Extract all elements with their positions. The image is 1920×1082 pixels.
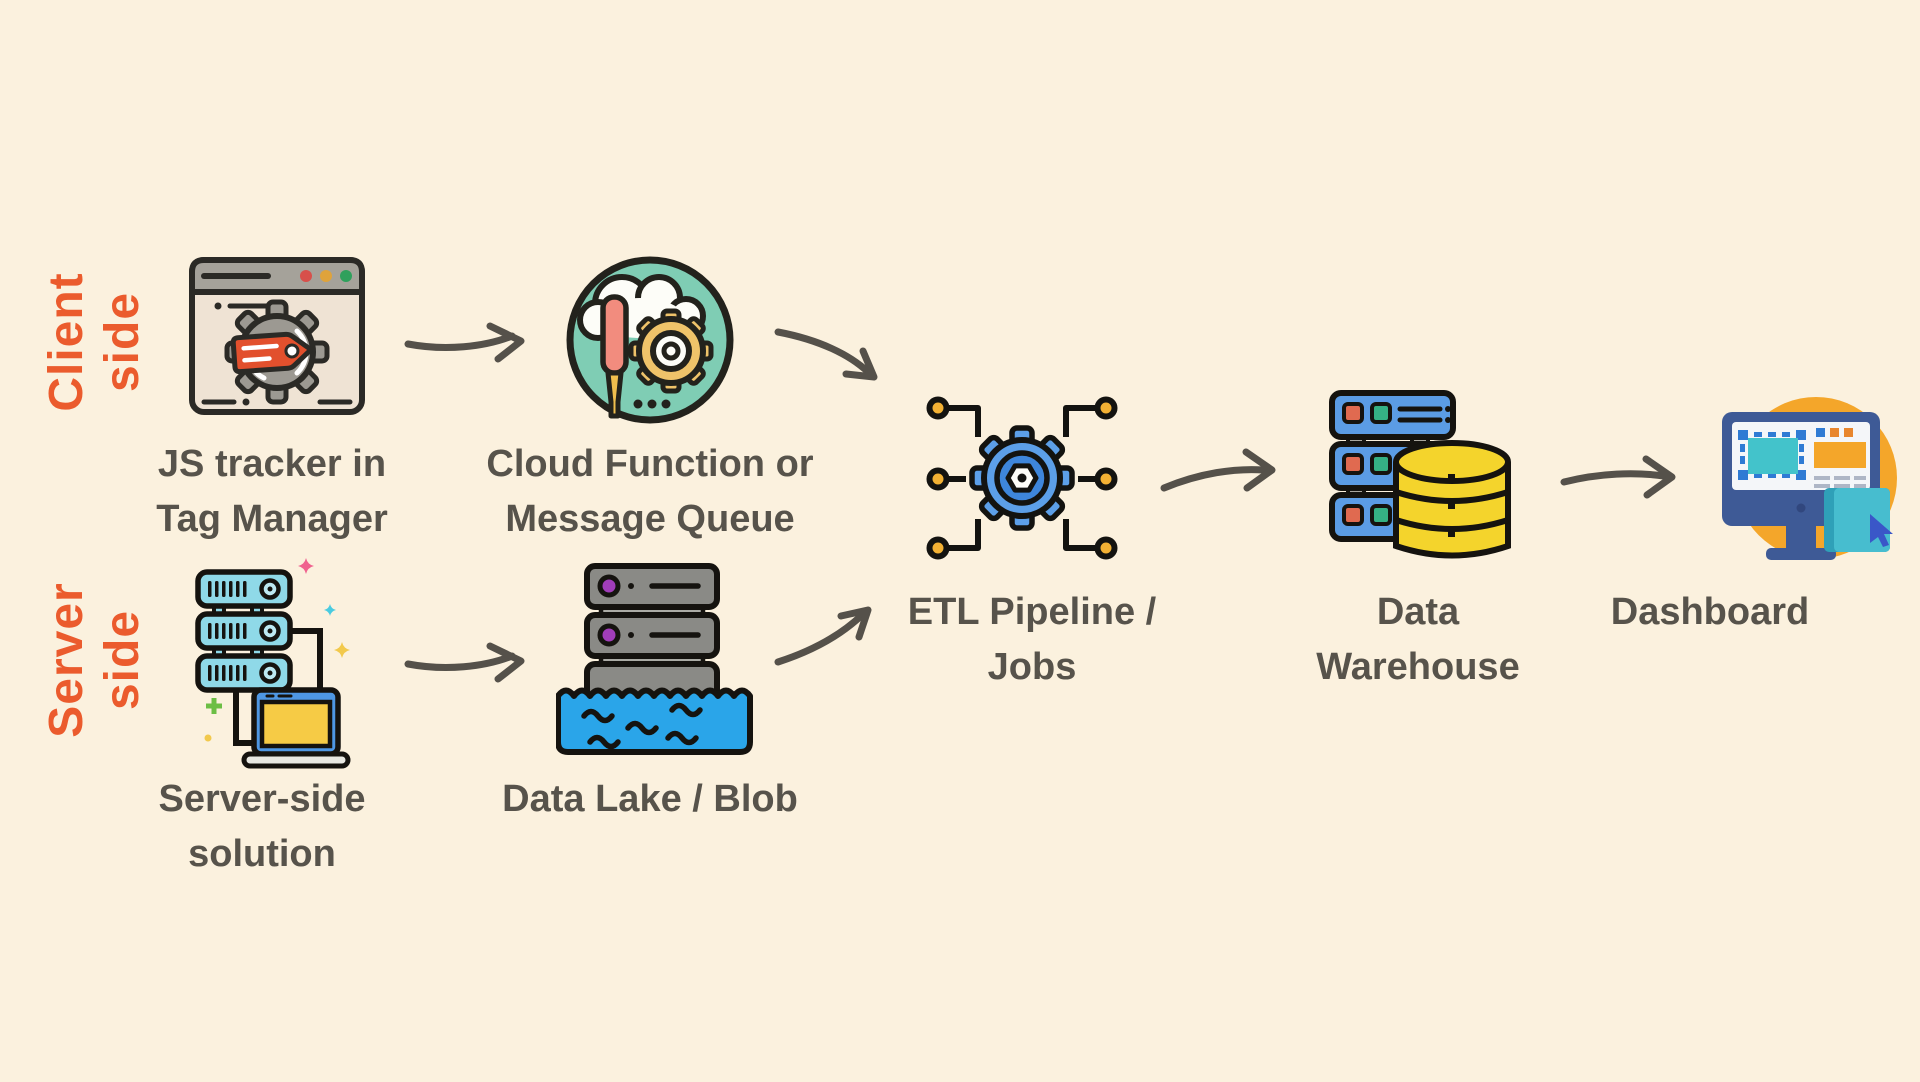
cloud-screwdriver-gear-icon	[566, 256, 734, 424]
label-dashboard: Dashboard	[1530, 585, 1890, 640]
label-server-solution: Server-side solution	[102, 772, 422, 882]
label-js-tracker: JS tracker in Tag Manager	[112, 437, 432, 547]
arrow-cloud-to-etl	[774, 328, 878, 381]
arrow-js-to-cloud	[404, 322, 525, 363]
label-dashboard-line1: Dashboard	[1610, 591, 1810, 633]
label-cloud-function: Cloud Function or Message Queue	[430, 437, 870, 547]
monitor-dashboard-icon	[1722, 397, 1897, 560]
label-data-warehouse: Data Warehouse	[1238, 585, 1598, 695]
browser-gear-tag-icon	[189, 257, 365, 415]
label-data-lake-line1: Data Lake / Blob	[502, 778, 798, 820]
label-server-solution-line2: solution	[188, 833, 336, 876]
arrow-lake-to-etl	[774, 606, 872, 666]
server-database-icon	[1329, 390, 1511, 559]
gear-network-icon	[926, 396, 1118, 560]
arrow-etl-to-warehouse	[1160, 448, 1276, 492]
label-cloud-function-line2: Message Queue	[505, 498, 795, 541]
label-etl-line1: ETL Pipeline /	[907, 591, 1157, 633]
label-data-warehouse-line2: Warehouse	[1316, 646, 1520, 689]
label-etl-line2: Jobs	[987, 646, 1077, 689]
label-server-solution-line1: Server-side	[158, 778, 366, 820]
arrow-warehouse-to-dashboard	[1560, 455, 1676, 499]
sparkles	[204, 558, 350, 742]
server-stack-laptop-icon	[195, 558, 351, 769]
label-js-tracker-line2: Tag Manager	[156, 498, 388, 541]
arrow-server-to-lake	[404, 642, 525, 683]
label-data-lake: Data Lake / Blob	[430, 772, 870, 827]
server-in-water-icon	[556, 563, 753, 755]
label-etl: ETL Pipeline / Jobs	[852, 585, 1212, 695]
label-data-warehouse-line1: Data	[1376, 591, 1460, 633]
label-js-tracker-line1: JS tracker in	[157, 443, 387, 485]
label-cloud-function-line1: Cloud Function or	[486, 443, 814, 485]
